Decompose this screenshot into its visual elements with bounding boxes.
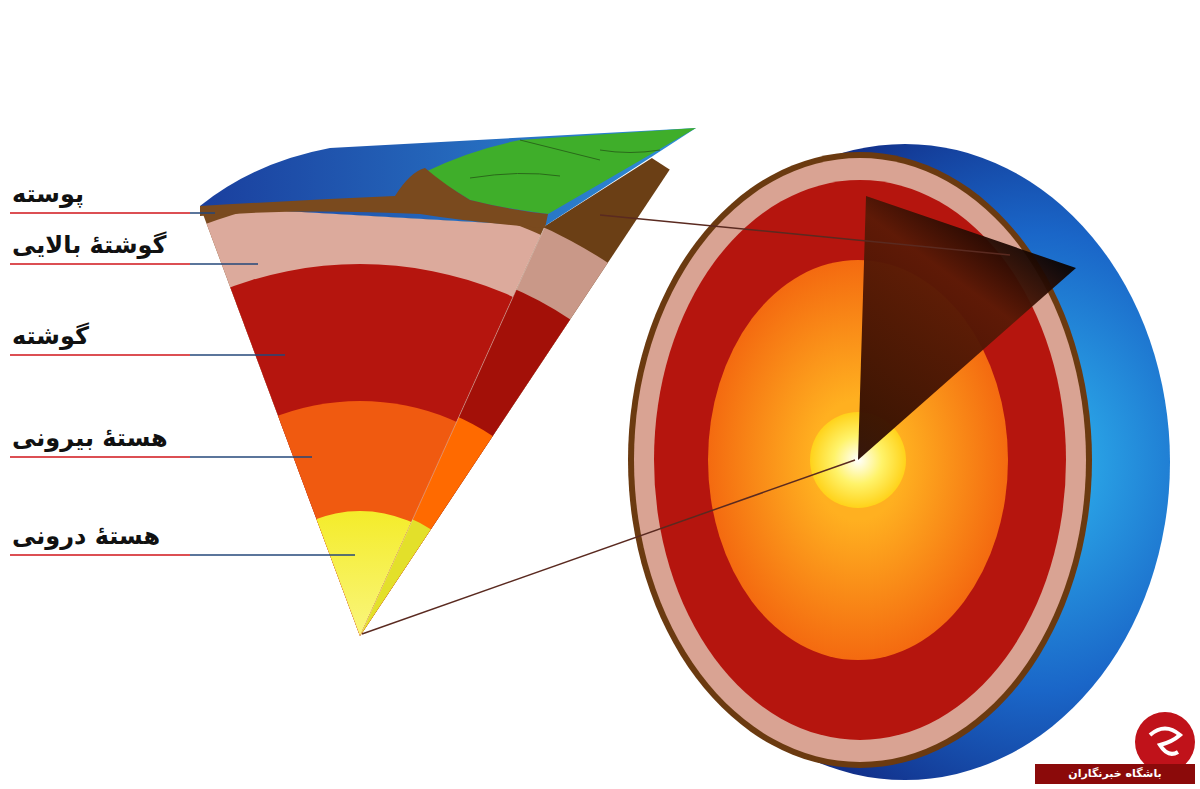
watermark: باشگاه خبرنگاران xyxy=(1035,765,1195,783)
layer-label: گوشتهٔ بالایی xyxy=(12,230,167,260)
layer-label: پوسته xyxy=(12,179,84,209)
wedge-front-face xyxy=(0,166,830,789)
wedge-side-face xyxy=(0,76,920,789)
layer-label: گوشته xyxy=(12,321,89,351)
earth-sphere xyxy=(628,144,1170,780)
earth-surface xyxy=(200,128,696,228)
watermark-logo xyxy=(1035,712,1195,784)
leader-lines xyxy=(10,213,355,555)
layer-label: هستهٔ بیرونی xyxy=(12,423,168,453)
layer-label: هستهٔ درونی xyxy=(12,521,160,551)
